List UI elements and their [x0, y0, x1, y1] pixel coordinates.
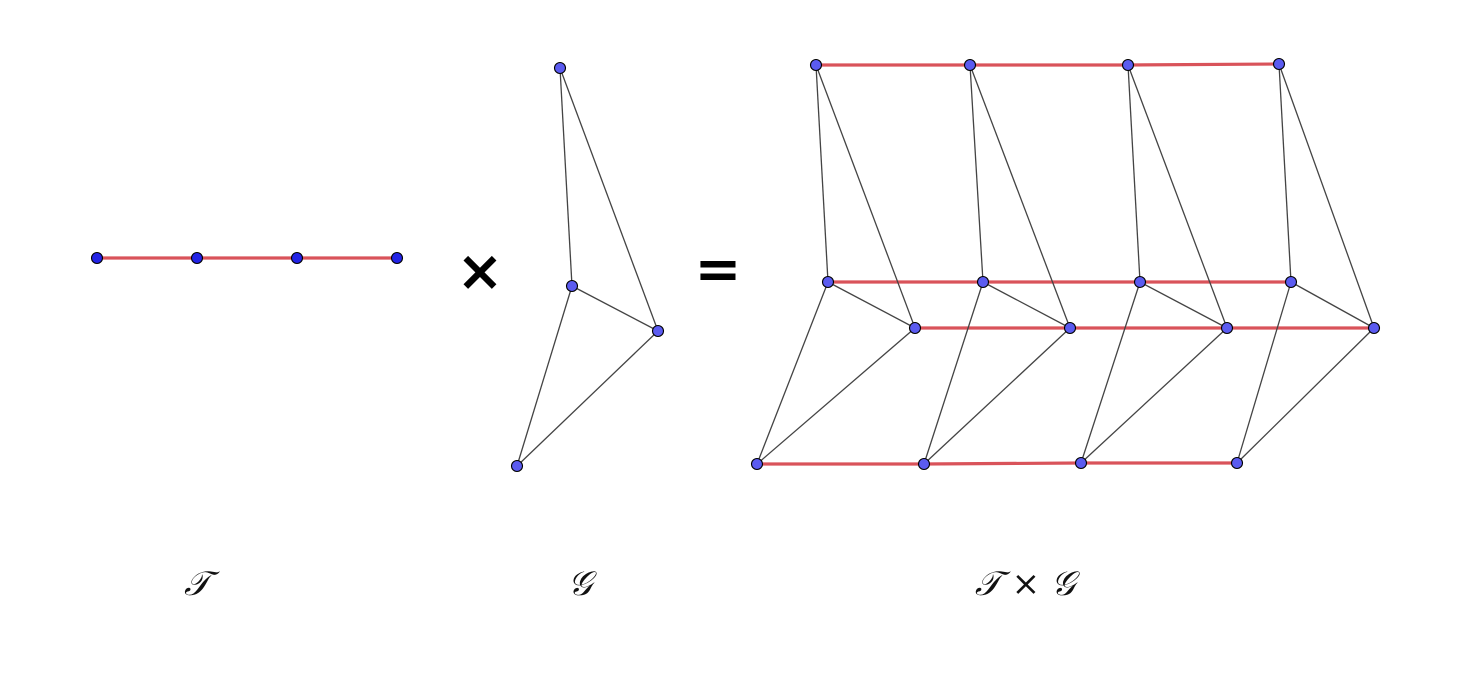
product-gray-edge: [815, 64, 829, 283]
product-gray-edge: [756, 327, 916, 465]
graph-node: [553, 61, 567, 75]
product-gray-edge: [982, 281, 1071, 329]
product-gray-edge: [1278, 63, 1375, 329]
path-node: [90, 251, 104, 265]
product-gray-edge: [1236, 281, 1292, 464]
product-gray-edge: [1080, 281, 1141, 464]
product-graph: [750, 57, 1381, 471]
graph-node: [565, 279, 579, 293]
product-node: [750, 457, 764, 471]
product-gray-edge: [1139, 281, 1228, 329]
path-graph-t: [90, 251, 404, 265]
product-node: [1074, 456, 1088, 470]
product-node: [1133, 275, 1147, 289]
product-gray-edge: [815, 64, 916, 329]
graph-edge: [516, 285, 573, 467]
product-node: [976, 275, 990, 289]
caption-graph-label: 𝒢: [568, 564, 597, 604]
equals-operator: =: [695, 237, 742, 302]
times-operator: ×: [457, 239, 504, 304]
product-node: [917, 457, 931, 471]
graph-g: [510, 61, 665, 473]
path-node: [290, 251, 304, 265]
caption-path-label: 𝒯: [184, 564, 220, 604]
product-gray-edge: [1236, 327, 1375, 464]
product-gray-edge: [1290, 281, 1375, 329]
path-node: [190, 251, 204, 265]
graph-edge: [571, 285, 659, 332]
graph-edge: [559, 67, 573, 287]
product-gray-edge: [969, 64, 984, 283]
product-node: [821, 275, 835, 289]
product-gray-edge: [923, 281, 984, 465]
product-gray-edge: [1080, 327, 1228, 464]
product-gray-edge: [1127, 64, 1141, 283]
product-red-edge: [1126, 62, 1281, 67]
product-node: [1367, 321, 1381, 335]
product-red-edge: [922, 461, 1083, 466]
product-gray-edge: [923, 327, 1071, 465]
product-node: [809, 58, 823, 72]
product-gray-edge: [756, 281, 829, 465]
caption-product-label: 𝒯 × 𝒢: [975, 564, 1080, 604]
graph-node: [510, 459, 524, 473]
product-gray-edge: [969, 64, 1071, 329]
product-node: [1121, 58, 1135, 72]
product-node: [1220, 321, 1234, 335]
graph-edge: [559, 67, 659, 332]
product-gray-edge: [1278, 63, 1292, 283]
graph-edge: [516, 330, 659, 467]
product-node: [908, 321, 922, 335]
product-gray-edge: [1127, 64, 1228, 329]
product-node: [1272, 57, 1286, 71]
product-node: [1063, 321, 1077, 335]
product-node: [1284, 275, 1298, 289]
product-node: [1230, 456, 1244, 470]
product-gray-edge: [827, 281, 916, 329]
product-node: [963, 58, 977, 72]
graph-node: [651, 324, 665, 338]
path-node: [390, 251, 404, 265]
